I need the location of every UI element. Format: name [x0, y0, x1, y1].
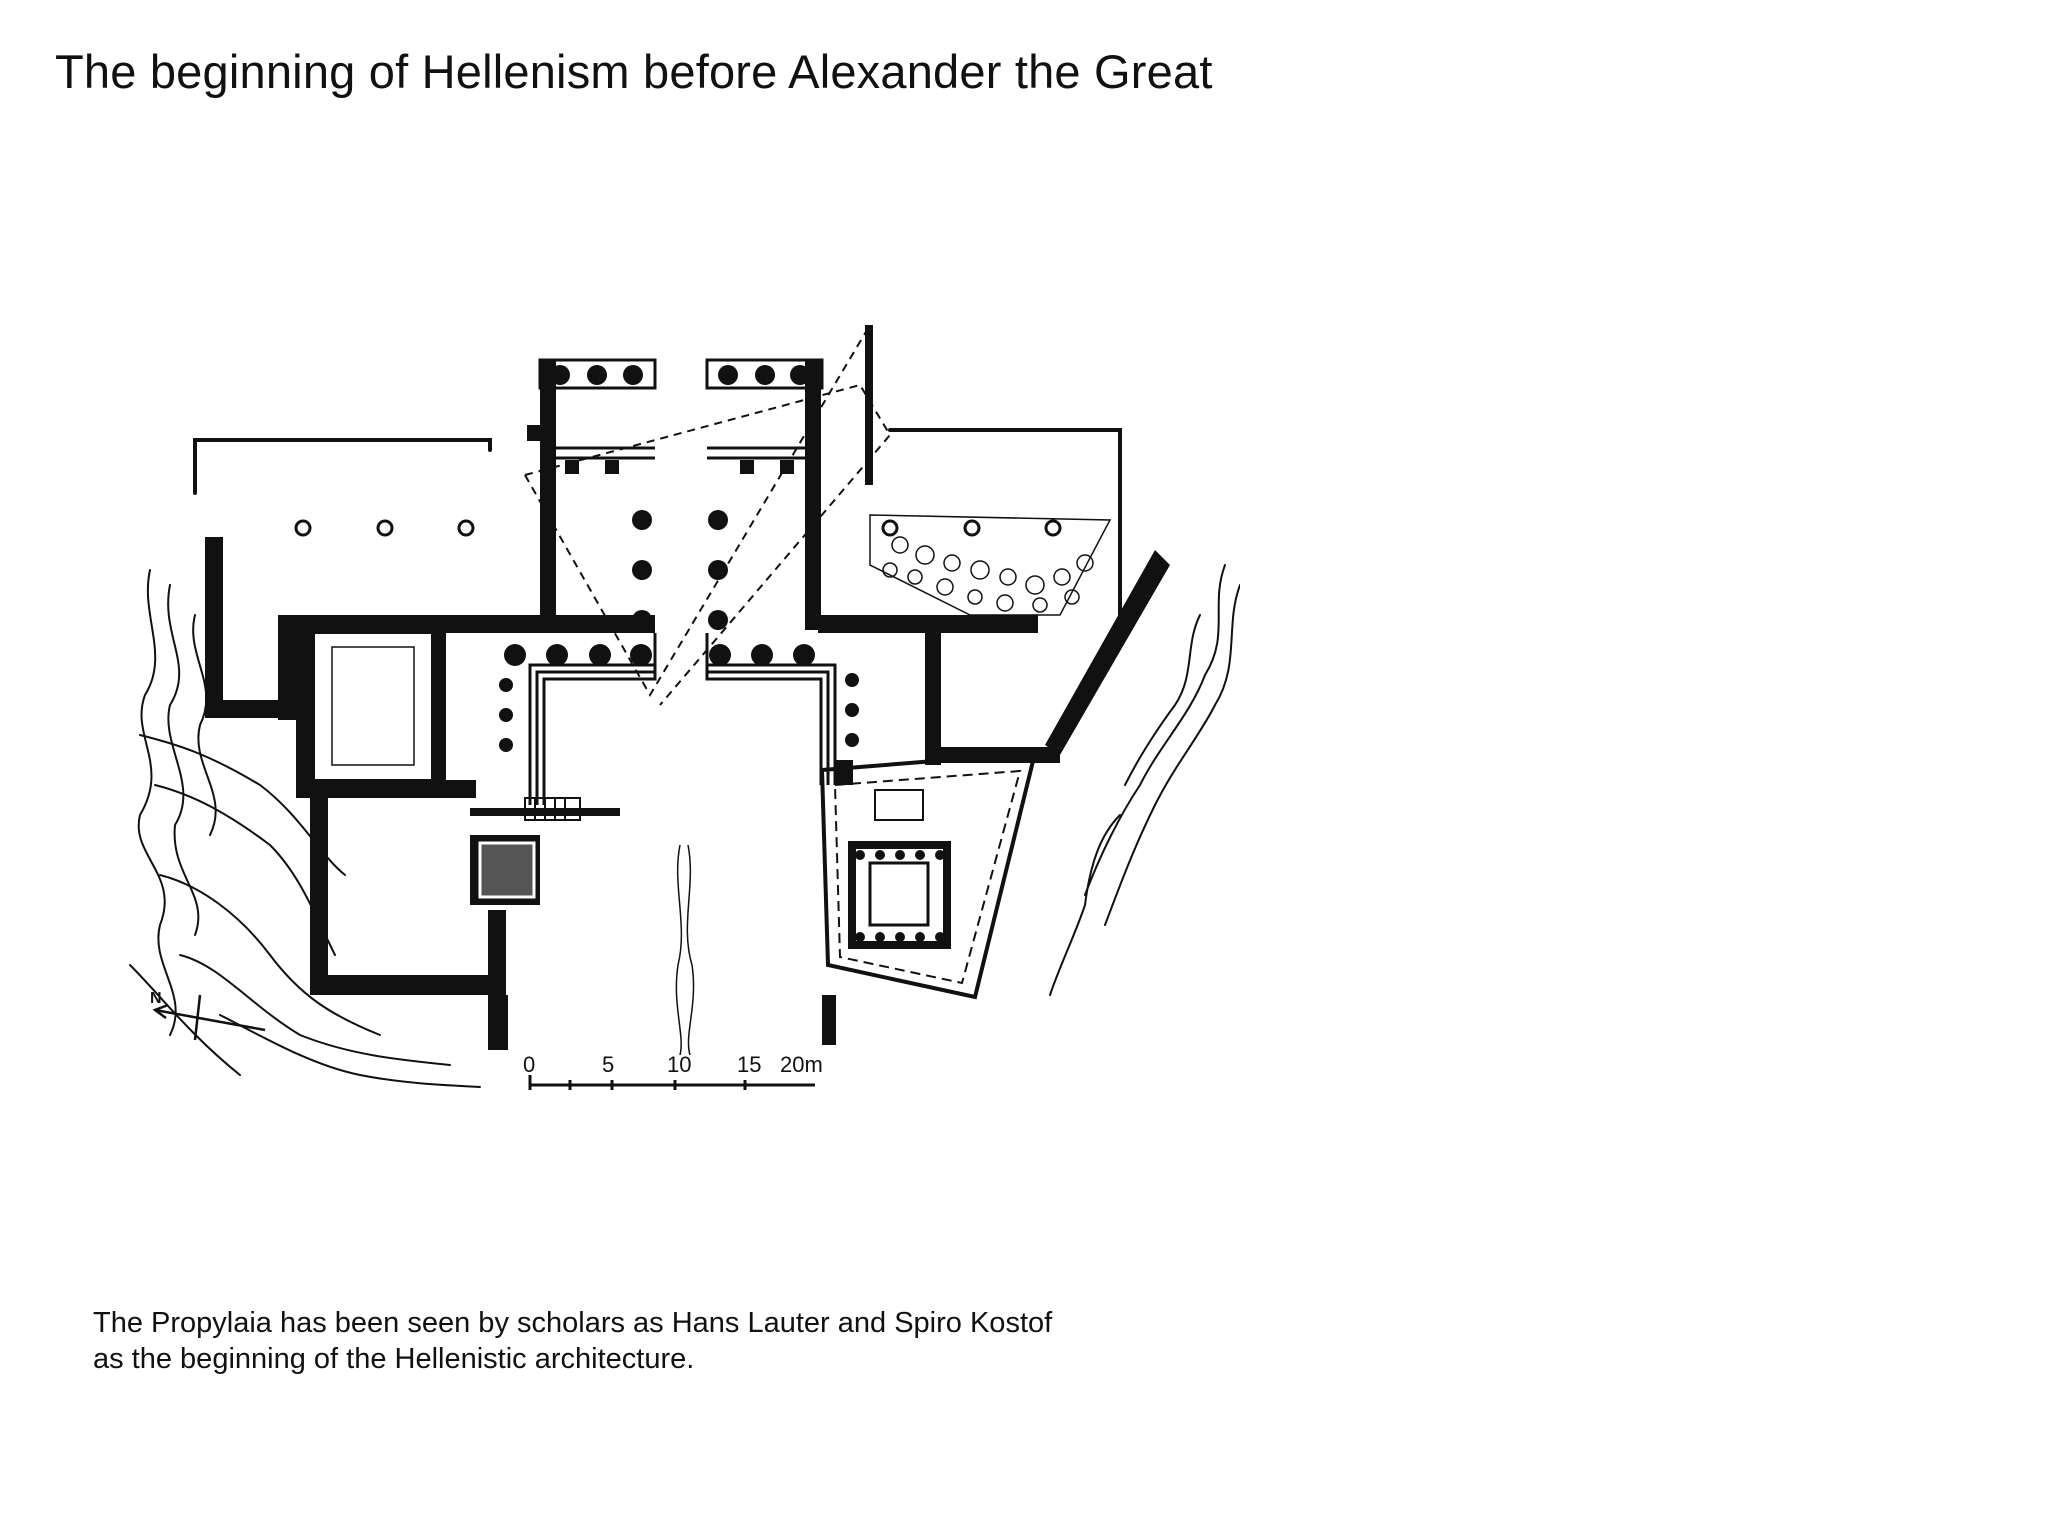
walls: [205, 325, 1170, 1050]
columns: [499, 365, 859, 752]
scale-label-5: 5: [602, 1052, 614, 1077]
rock-terrain-left: [129, 569, 481, 1088]
slide-title: The beginning of Hellenism before Alexan…: [55, 45, 1213, 98]
left-wing-outline: [193, 438, 492, 495]
gate-porches: [528, 358, 837, 805]
rubble: [675, 514, 1112, 1056]
monument-pedestal: [478, 841, 536, 899]
scale-label-0: 0: [523, 1052, 535, 1077]
caption: The Propylaia has been seen by scholars …: [93, 1305, 1052, 1377]
north-label: N: [150, 990, 162, 1007]
caption-line-2: as the beginning of the Hellenistic arch…: [93, 1343, 695, 1375]
open-columns: [294, 519, 1062, 537]
propylaia-floor-plan: N 0 5 10 15 20m: [100, 315, 1240, 1105]
right-wing-outline: [888, 428, 1122, 617]
scale-label-20m: 20m: [780, 1052, 823, 1077]
caption-line-1: The Propylaia has been seen by scholars …: [93, 1307, 1053, 1339]
north-arrow: [152, 994, 266, 1041]
older-gateway: [524, 324, 892, 706]
plan-drawing: N 0 5 10 15 20m: [129, 324, 1240, 1090]
nike-temple: [819, 750, 1038, 1000]
rock-terrain-right: [1049, 564, 1240, 996]
stair-left: [524, 797, 581, 821]
scale-label-10: 10: [667, 1052, 691, 1077]
scale-label-15: 15: [737, 1052, 761, 1077]
scale-bar: [528, 1075, 815, 1090]
